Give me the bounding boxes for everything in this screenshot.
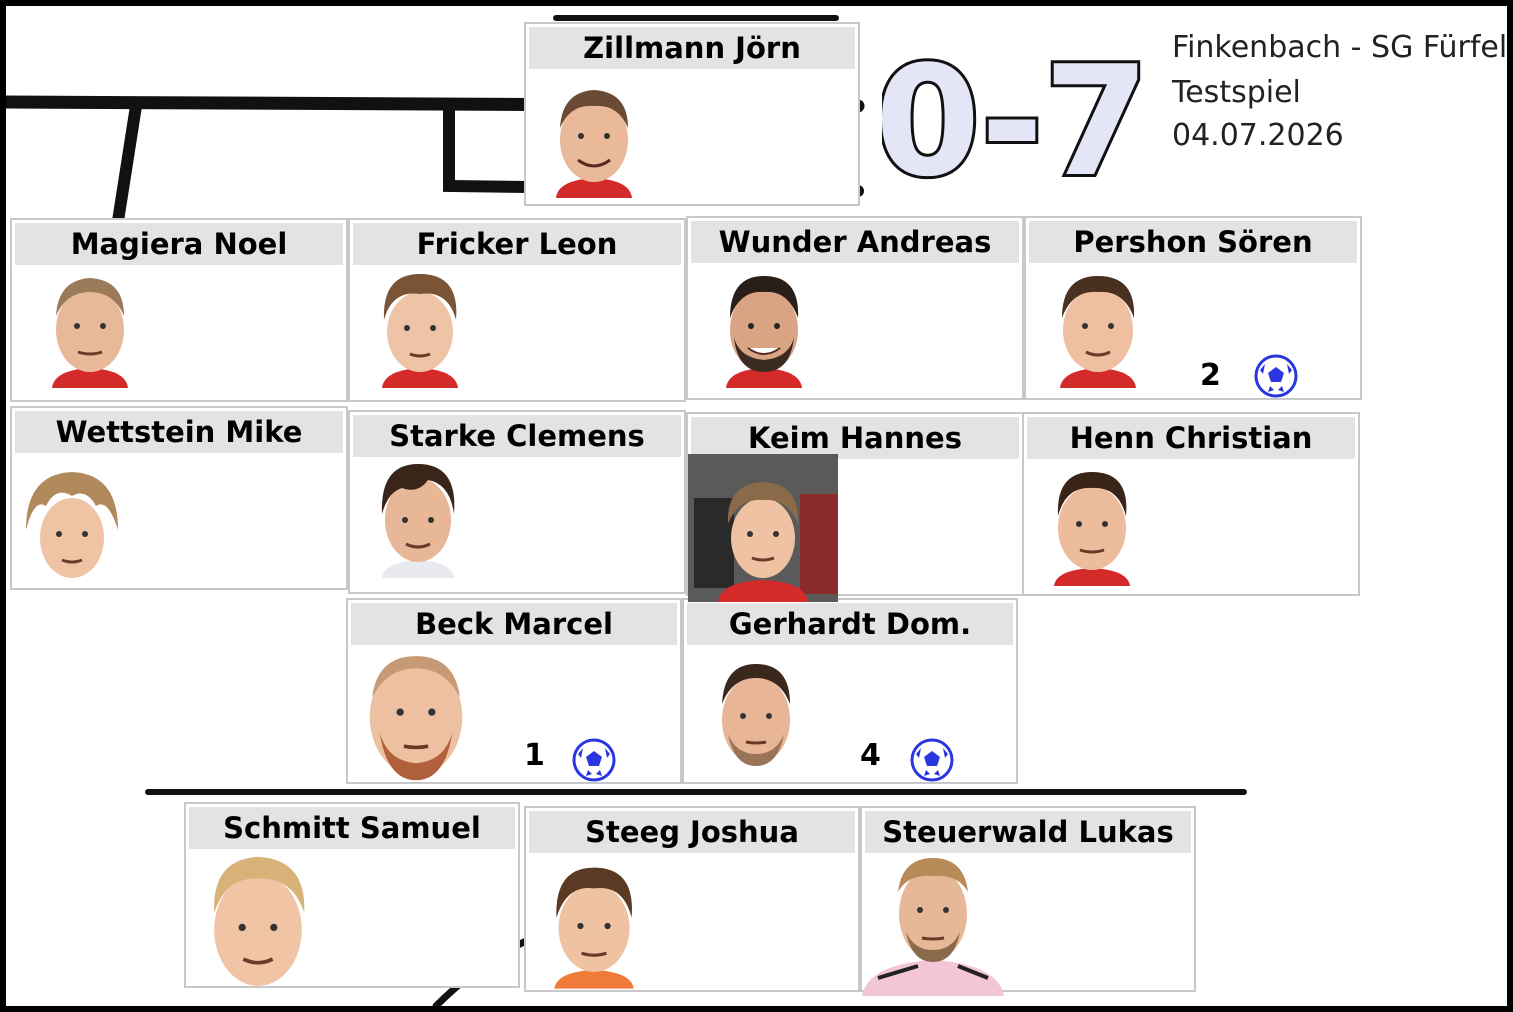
match-date: 04.07.2026 (1172, 118, 1344, 153)
score-display: 0-7 (882, 36, 1142, 186)
soccer-ball-icon (910, 738, 954, 782)
substitute-card[interactable]: Steuerwald Lukas (860, 806, 1196, 992)
substitute-name: Steuerwald Lukas (865, 811, 1191, 853)
goal-count: 4 (860, 738, 881, 773)
player-name: Wettstein Mike (15, 411, 343, 453)
player-photo (1054, 472, 1130, 586)
player-name: Gerhardt Dom. (687, 603, 1013, 645)
player-photo (52, 278, 128, 388)
substitute-name: Schmitt Samuel (189, 807, 515, 849)
coach-photo (556, 90, 632, 198)
player-name: Pershon Sören (1029, 221, 1357, 263)
substitute-photo (214, 856, 305, 986)
substitute-name: Steeg Joshua (529, 811, 855, 853)
soccer-ball-icon (572, 738, 616, 782)
player-name: Starke Clemens (353, 415, 681, 457)
player-photo (382, 274, 458, 388)
player-name: Magiera Noel (15, 223, 343, 265)
substitute-photo (862, 858, 1004, 996)
substitute-photo (554, 867, 634, 989)
score-text: 0-7 (882, 36, 1142, 186)
goal-count: 1 (524, 738, 545, 773)
player-photo (722, 664, 790, 766)
lineup-board: 0-7 Finkenbach - SG Fürfeld Testspiel 04… (6, 6, 1507, 1006)
player-photo (726, 276, 802, 388)
player-photo (688, 454, 838, 602)
soccer-ball-icon (1254, 354, 1298, 398)
player-name: Henn Christian (1027, 417, 1355, 459)
match-teams: Finkenbach - SG Fürfeld (1172, 30, 1507, 65)
player-photo (26, 472, 118, 578)
match-type: Testspiel (1172, 75, 1301, 110)
player-photo (1060, 276, 1136, 388)
player-photo (369, 656, 463, 781)
player-name: Keim Hannes (691, 417, 1019, 459)
player-name: Beck Marcel (351, 603, 677, 645)
goal-count: 2 (1200, 358, 1221, 393)
player-name: Wunder Andreas (691, 221, 1019, 263)
coach-name: Zillmann Jörn (529, 27, 855, 69)
player-photo (381, 464, 455, 578)
player-name: Fricker Leon (353, 223, 681, 265)
